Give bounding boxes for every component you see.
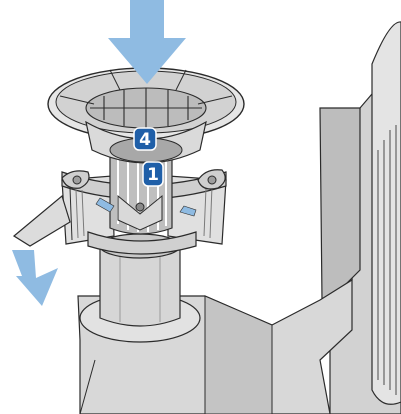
clamp-knob-right: [197, 169, 226, 190]
arrow-down-left-icon: [12, 250, 58, 306]
internal-flow-arrows: [95, 197, 197, 217]
arrow-down-icon: [108, 0, 186, 84]
motor-cooling-fins: [377, 125, 397, 395]
callout-badge-1: 1: [142, 161, 164, 187]
callout-4-label: 4: [139, 130, 151, 150]
funnel-grid-cover: [85, 87, 207, 129]
callout-1-label: 1: [147, 165, 159, 185]
feed-funnel: [47, 67, 245, 164]
motor-housing: [319, 21, 401, 414]
callout-badge-4: 4: [133, 127, 157, 151]
discharge-housing: [12, 171, 227, 255]
clamp-knob-left: [61, 170, 90, 189]
